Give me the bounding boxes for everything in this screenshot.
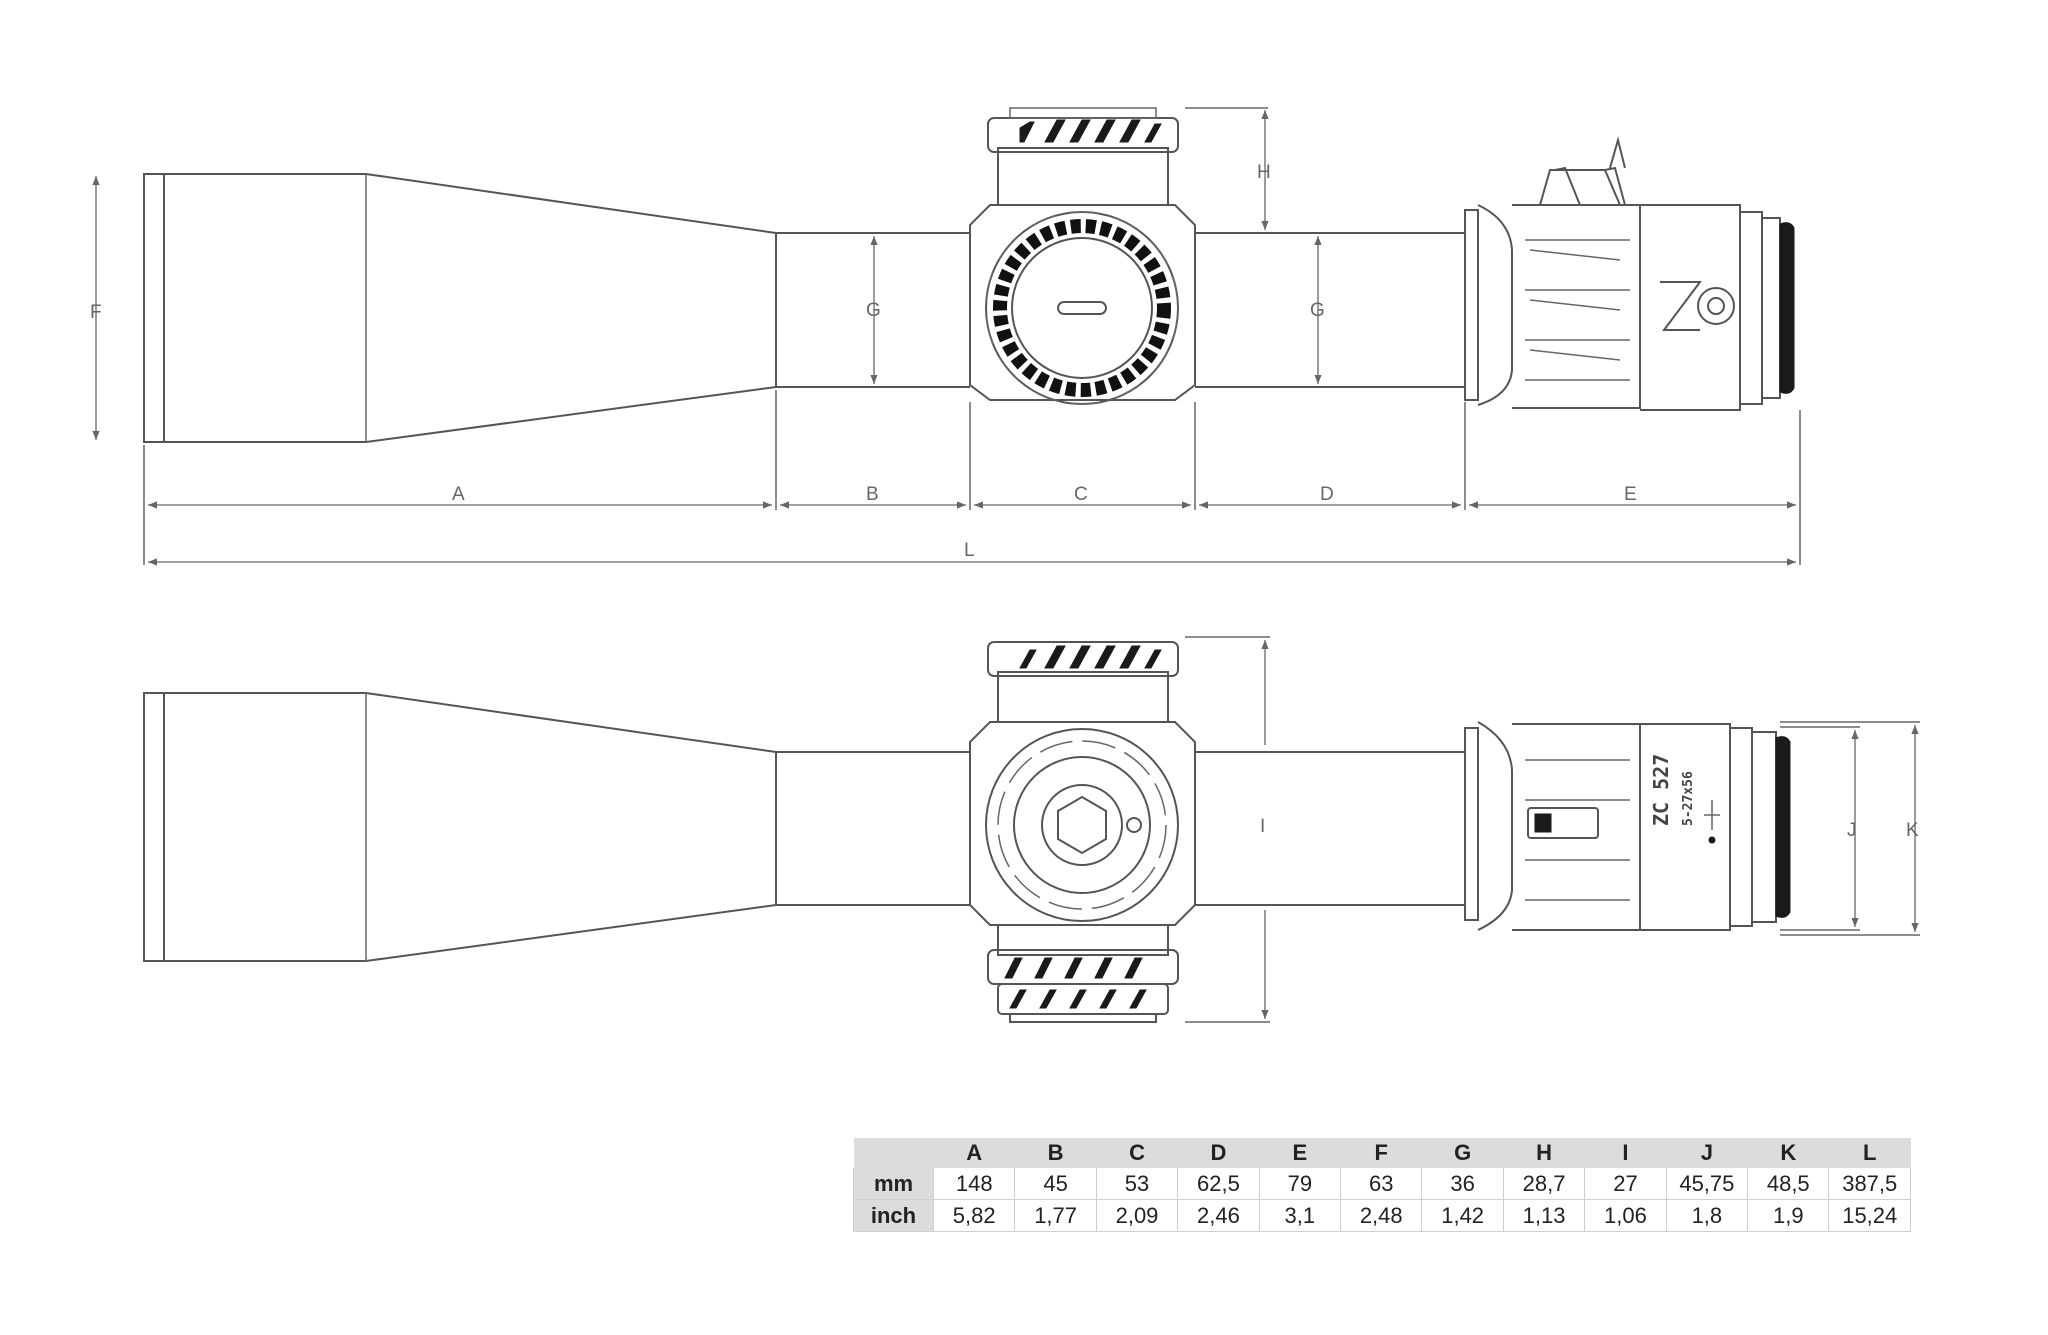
table-cell: 1,06 bbox=[1584, 1199, 1667, 1232]
dimension-lines-side bbox=[1185, 636, 1920, 1023]
table-cell: 36 bbox=[1421, 1168, 1504, 1200]
label-B: B bbox=[866, 484, 879, 505]
side-knob-top bbox=[985, 211, 1179, 405]
col-header: G bbox=[1421, 1138, 1504, 1168]
col-header: F bbox=[1340, 1138, 1422, 1168]
label-H: H bbox=[1257, 162, 1271, 183]
objective-bell-side bbox=[143, 692, 777, 962]
side-cap-hex bbox=[985, 728, 1179, 922]
row-unit: mm bbox=[853, 1168, 934, 1200]
turret-housing-side bbox=[969, 641, 1196, 1023]
table-cell: 79 bbox=[1258, 1168, 1341, 1200]
col-header: L bbox=[1828, 1138, 1911, 1168]
col-header: K bbox=[1747, 1138, 1829, 1168]
table-cell: 1,77 bbox=[1014, 1199, 1097, 1232]
table-cell: 28,7 bbox=[1502, 1168, 1585, 1200]
eyepiece-top bbox=[1464, 136, 1795, 411]
dimension-lines-top bbox=[92, 107, 1801, 566]
label-G-right: G bbox=[1310, 300, 1325, 321]
col-header: D bbox=[1177, 1138, 1260, 1168]
table-cell: 148 bbox=[932, 1168, 1015, 1200]
objective-bell-top bbox=[143, 173, 777, 443]
table-cell: 45,75 bbox=[1665, 1168, 1748, 1200]
table-cell: 1,42 bbox=[1421, 1199, 1504, 1232]
table-corner bbox=[853, 1138, 934, 1168]
table-cell: 2,09 bbox=[1095, 1199, 1178, 1232]
table-cell: 48,5 bbox=[1747, 1168, 1829, 1200]
dimensions-table: A B C D E F G H I J K L mm 148 45 53 62,… bbox=[853, 1138, 1911, 1232]
table-cell: 15,24 bbox=[1828, 1199, 1911, 1232]
label-K: K bbox=[1906, 820, 1919, 841]
col-header: B bbox=[1014, 1138, 1097, 1168]
table-cell: 2,48 bbox=[1340, 1199, 1422, 1232]
turret-knurling-top bbox=[1019, 119, 1162, 143]
zc-logo-icon bbox=[1660, 281, 1735, 331]
turret-housing-top bbox=[969, 107, 1196, 405]
magnification-engraving: 5-27x56 bbox=[1681, 771, 1696, 826]
col-header: A bbox=[933, 1138, 1015, 1168]
table-cell: 62,5 bbox=[1177, 1168, 1260, 1200]
table-cell: 27 bbox=[1584, 1168, 1667, 1200]
table-cell: 5,82 bbox=[932, 1199, 1015, 1232]
eyepiece-side: ZC 527 5-27x56 bbox=[1464, 721, 1791, 931]
model-engraving: ZC 527 bbox=[1649, 754, 1673, 826]
label-G-left: G bbox=[866, 300, 881, 321]
table-cell: 2,46 bbox=[1177, 1199, 1260, 1232]
table-cell: 63 bbox=[1340, 1168, 1422, 1200]
row-unit: inch bbox=[853, 1199, 934, 1232]
table-cell: 45 bbox=[1014, 1168, 1097, 1200]
label-J: J bbox=[1847, 820, 1857, 841]
table-cell: 53 bbox=[1095, 1168, 1178, 1200]
label-E: E bbox=[1624, 484, 1637, 505]
label-C: C bbox=[1074, 484, 1088, 505]
elevation-knurling bbox=[1019, 645, 1162, 669]
col-header: C bbox=[1096, 1138, 1178, 1168]
table-cell: 387,5 bbox=[1828, 1168, 1911, 1200]
table-cell: 1,9 bbox=[1747, 1199, 1829, 1232]
label-A: A bbox=[452, 484, 465, 505]
col-header: J bbox=[1666, 1138, 1748, 1168]
scope-top-view: F G G H A B C D E L bbox=[90, 107, 1801, 566]
label-I: I bbox=[1260, 816, 1265, 837]
table-header-row: A B C D E F G H I J K L bbox=[853, 1138, 1911, 1168]
scope-side-view: ZC 527 5-27x56 I J K bbox=[143, 636, 1920, 1023]
col-header: I bbox=[1584, 1138, 1667, 1168]
reticle-mark-icon bbox=[1704, 800, 1720, 844]
table-row: inch 5,82 1,77 2,09 2,46 3,1 2,48 1,42 1… bbox=[853, 1199, 1911, 1232]
table-cell: 1,8 bbox=[1665, 1199, 1748, 1232]
main-tube-top bbox=[776, 232, 1465, 388]
table-cell: 1,13 bbox=[1502, 1199, 1585, 1232]
table-row: mm 148 45 53 62,5 79 63 36 28,7 27 45,75… bbox=[853, 1168, 1911, 1200]
label-F: F bbox=[90, 302, 102, 323]
col-header: E bbox=[1259, 1138, 1341, 1168]
windage-knurling bbox=[1004, 957, 1147, 1009]
main-tube-side bbox=[776, 751, 1465, 906]
label-D: D bbox=[1320, 484, 1334, 505]
label-L: L bbox=[964, 540, 975, 561]
table-cell: 3,1 bbox=[1258, 1199, 1341, 1232]
col-header: H bbox=[1503, 1138, 1585, 1168]
